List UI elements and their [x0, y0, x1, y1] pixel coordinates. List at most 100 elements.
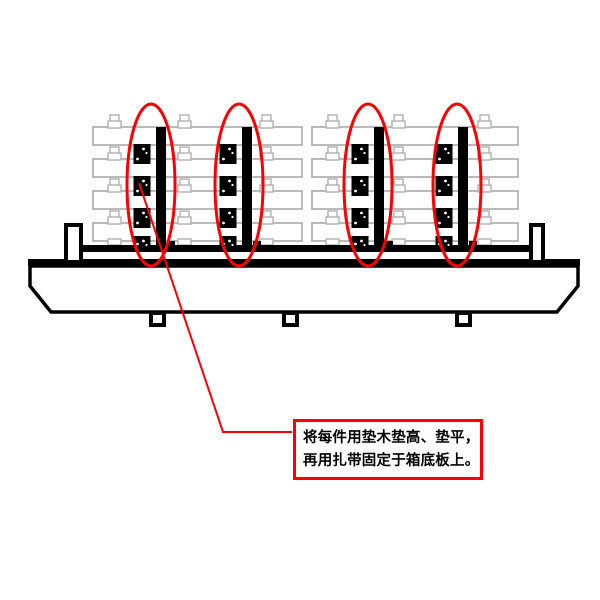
stack-clip-base — [107, 238, 122, 246]
spacer-block — [435, 144, 453, 164]
spacer-block-dot — [228, 239, 231, 243]
stack-clip-base — [259, 184, 274, 193]
leader-line — [138, 182, 292, 433]
highlight-ellipse — [125, 102, 177, 268]
spacer-block — [435, 208, 453, 228]
stack-clip-base — [325, 184, 340, 193]
spacer-block-dot — [447, 215, 450, 219]
stack-clip-base — [259, 152, 274, 161]
spacer-block-dot — [228, 211, 231, 215]
product-bar — [92, 158, 303, 178]
spacer-block — [351, 176, 369, 196]
stack-clip-base — [177, 184, 192, 193]
spacer-block-dot — [228, 179, 231, 183]
stack-clip-base — [391, 238, 406, 246]
spacer-block-dot — [145, 151, 148, 155]
spacer-block-dot — [447, 243, 450, 247]
spacer-block-dot — [136, 189, 139, 193]
spacer-block-dot — [145, 243, 148, 247]
stack-clip-base — [477, 152, 492, 161]
corner-post-left — [64, 223, 83, 264]
pallet-base — [28, 264, 580, 314]
spacer-block — [351, 208, 369, 228]
tie-strap — [156, 127, 166, 250]
corner-post-right — [529, 223, 545, 264]
stack-clip-base — [477, 184, 492, 193]
spacer-block — [133, 144, 151, 164]
spacer-block-dot — [145, 215, 148, 219]
spacer-block-dot — [438, 157, 441, 161]
spacer-block-dot — [363, 215, 366, 219]
stack-clip-base — [477, 120, 492, 129]
stack-clip-base — [107, 216, 122, 225]
spacer-block-dot — [142, 211, 145, 215]
stack-clip-base — [107, 184, 122, 193]
pallet-layer — [28, 223, 580, 327]
tie-strap-end — [253, 241, 261, 250]
pallet-deck-board — [28, 259, 580, 266]
pallet-foot — [282, 311, 299, 327]
spacer-block-dot — [231, 243, 234, 247]
stack-clip-base — [391, 152, 406, 161]
highlight-ellipse — [342, 102, 394, 268]
callout-text-line2: 再用扎带固定于箱底板上。 — [303, 453, 480, 469]
stack-clip-base — [107, 120, 122, 129]
stack-clip-base — [259, 238, 274, 246]
spacer-block-dot — [354, 157, 357, 161]
callout-text-line1: 将每件用垫木垫高、垫平， — [303, 430, 480, 446]
red-annotations-layer — [125, 102, 483, 433]
stack-clip-base — [477, 238, 492, 246]
tie-strap-end — [385, 241, 393, 250]
stack-clip-base — [177, 152, 192, 161]
spacer-block-dot — [447, 151, 450, 155]
spacer-block-dot — [222, 221, 225, 225]
stack-clip-base — [325, 238, 340, 246]
spacer-block-dot — [231, 183, 234, 187]
spacer-block-dot — [438, 189, 441, 193]
stack-clip-base — [391, 184, 406, 193]
spacer-block-dot — [354, 221, 357, 225]
stack-clip-base — [177, 238, 192, 246]
spacer-block-dot — [438, 221, 441, 225]
spacer-block-dot — [363, 183, 366, 187]
pallet-foot — [455, 311, 472, 327]
spacer-block-dot — [222, 157, 225, 161]
stack-clip-base — [325, 152, 340, 161]
highlight-ellipse — [213, 102, 265, 268]
spacer-block-dot — [145, 183, 148, 187]
spacer-block — [219, 176, 237, 196]
spacer-block-dot — [360, 211, 363, 215]
spacer-block-dot — [136, 242, 139, 246]
spacer-block-dot — [444, 179, 447, 183]
stack-clip-base — [391, 120, 406, 129]
spacer-block-dot — [136, 221, 139, 225]
spacer-block-dot — [363, 243, 366, 247]
spacer-block-dot — [142, 147, 145, 151]
product-bar — [92, 190, 303, 210]
pallet-foot — [149, 311, 166, 327]
spacer-block-dot — [444, 147, 447, 151]
stack-clip-base — [259, 120, 274, 129]
spacer-block-dot — [447, 183, 450, 187]
spacer-block-dot — [444, 239, 447, 243]
spacer-block-dot — [363, 151, 366, 155]
spacer-block-dot — [136, 157, 139, 161]
highlight-ellipse — [431, 102, 483, 268]
tie-strap — [242, 127, 252, 250]
spacer-block — [351, 144, 369, 164]
product-bar — [92, 126, 303, 146]
spacer-block-dot — [142, 179, 145, 183]
callout-box: 将每件用垫木垫高、垫平， 再用扎带固定于箱底板上。 — [293, 419, 483, 480]
stack-clip-base — [177, 120, 192, 129]
stack-clip-base — [177, 216, 192, 225]
spacer-block-dot — [354, 242, 357, 246]
tie-strap — [458, 127, 468, 250]
spacer-block-dot — [231, 215, 234, 219]
spacer-block-dot — [360, 239, 363, 243]
bottom-plate — [83, 245, 530, 252]
spacer-block-dot — [360, 147, 363, 151]
spacer-block-dot — [222, 189, 225, 193]
stack-clip-base — [391, 216, 406, 225]
